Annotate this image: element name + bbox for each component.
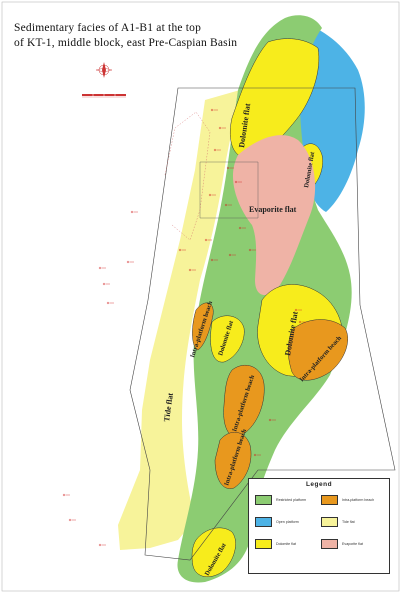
well-marker bbox=[178, 248, 182, 252]
map-title-line-1: Sedimentary facies of A1-B1 at the top bbox=[14, 22, 202, 34]
well-marker bbox=[268, 418, 272, 422]
well-marker bbox=[234, 180, 238, 184]
dolomite-flat-left-mid-zone bbox=[210, 315, 245, 363]
legend-item: Dolomite flat bbox=[255, 539, 296, 549]
legend-item: Intra-platform beach bbox=[321, 495, 374, 505]
well-marker bbox=[210, 258, 214, 262]
well-marker bbox=[98, 543, 102, 547]
legend-swatch bbox=[255, 495, 272, 505]
well-marker bbox=[218, 126, 222, 130]
well-marker bbox=[102, 282, 106, 286]
legend-swatch bbox=[321, 495, 338, 505]
legend-label: Dolomite flat bbox=[276, 542, 296, 546]
intra-platform-beach-bottom-zone bbox=[214, 432, 252, 489]
label-evaporite-flat: Evaporite flat bbox=[249, 205, 297, 214]
well-marker bbox=[204, 238, 208, 242]
well-marker bbox=[208, 193, 212, 197]
well-marker bbox=[228, 253, 232, 257]
legend-swatch bbox=[255, 517, 272, 527]
intra-platform-beach-right-zone bbox=[288, 319, 348, 381]
well-marker bbox=[226, 166, 230, 170]
well-marker bbox=[224, 203, 228, 207]
legend-swatch bbox=[255, 539, 272, 549]
legend-item: Restricted platform bbox=[255, 495, 306, 505]
scale-bar-icon bbox=[82, 94, 126, 98]
evaporite-flat-zone bbox=[232, 135, 316, 296]
well-marker bbox=[188, 268, 192, 272]
legend-label: Evaporite flat bbox=[342, 542, 363, 546]
legend-label: Restricted platform bbox=[276, 498, 307, 502]
well-marker bbox=[248, 248, 252, 252]
well-marker bbox=[294, 308, 298, 312]
tide-flat-zone bbox=[118, 90, 240, 550]
well-marker bbox=[210, 108, 214, 112]
well-marker bbox=[126, 260, 130, 264]
red-dashed-outline bbox=[164, 111, 211, 241]
legend-label: Tide flat bbox=[342, 520, 355, 524]
well-markers bbox=[62, 108, 306, 547]
legend-label: Intra-platform beach bbox=[342, 498, 375, 502]
legend-label: Open platform bbox=[276, 520, 299, 524]
well-marker bbox=[298, 320, 302, 324]
well-marker bbox=[238, 226, 242, 230]
license-outline bbox=[199, 161, 259, 219]
well-marker bbox=[98, 266, 102, 270]
intra-platform-beach-left-zone bbox=[192, 302, 214, 351]
legend-swatch bbox=[321, 539, 338, 549]
well-marker bbox=[213, 148, 217, 152]
well-marker bbox=[62, 493, 66, 497]
well-marker bbox=[68, 518, 72, 522]
block-boundary bbox=[129, 87, 396, 561]
map-title-line-2: of KT-1, middle block, east Pre-Caspian … bbox=[14, 37, 238, 49]
label-tide-flat: Tide flat bbox=[162, 392, 175, 422]
legend-item: Tide flat bbox=[321, 517, 355, 527]
well-marker bbox=[130, 210, 134, 214]
north-arrow-icon bbox=[95, 62, 113, 78]
legend-swatch bbox=[321, 517, 338, 527]
legend-item: Evaporite flat bbox=[321, 539, 363, 549]
legend: Legend Restricted platform Intra-platform… bbox=[248, 478, 390, 574]
legend-item: Open platform bbox=[255, 517, 299, 527]
well-marker bbox=[106, 301, 110, 305]
well-marker bbox=[253, 453, 257, 457]
legend-title: Legend bbox=[305, 481, 333, 488]
